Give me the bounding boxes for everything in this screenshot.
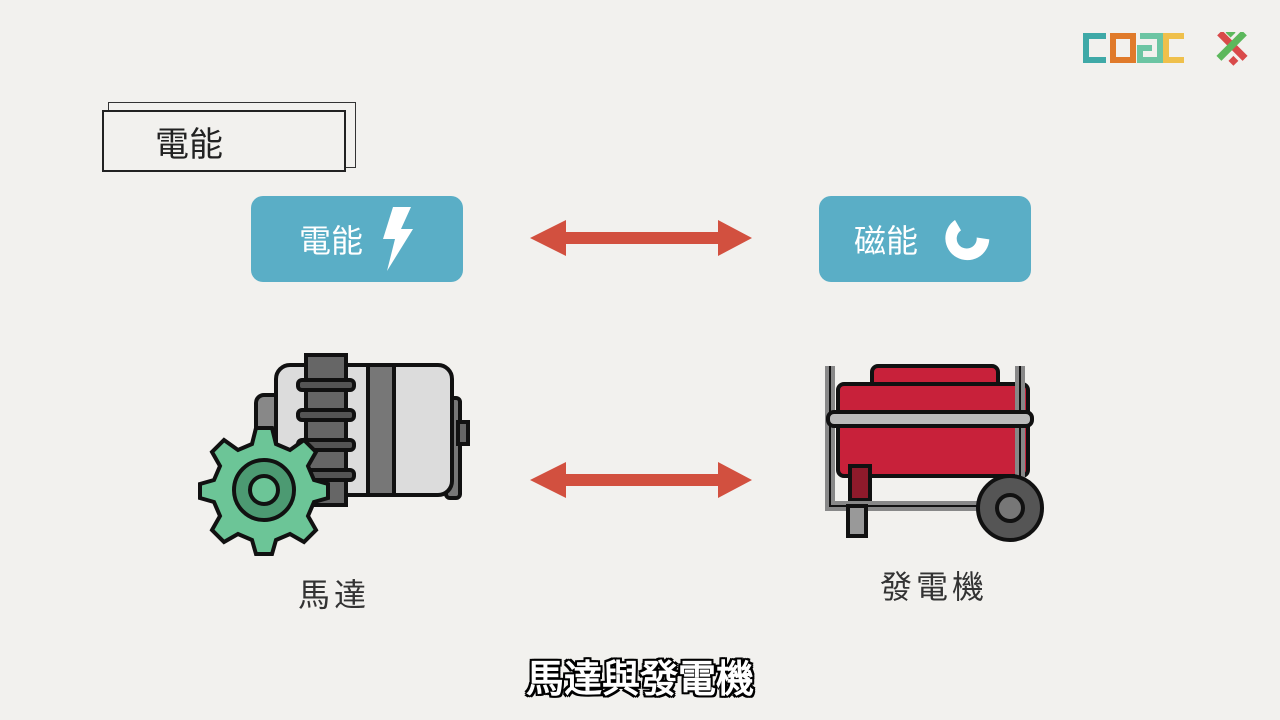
motor-label: 馬達 — [298, 576, 371, 614]
lightning-bolt-icon — [383, 207, 413, 271]
section-title: 電能 — [102, 110, 346, 172]
logo — [1083, 32, 1248, 66]
double-arrow-top — [530, 220, 752, 256]
motor-illustration — [198, 353, 470, 556]
magnetic-energy-pill: 磁能 — [819, 196, 1031, 282]
generator-label: 發電機 — [880, 568, 989, 606]
pill-label: 磁能 — [853, 222, 918, 260]
double-arrow-bottom — [530, 462, 752, 498]
magnet-icon — [945, 219, 990, 261]
generator-illustration — [825, 364, 1044, 542]
electric-energy-pill: 電能 — [251, 196, 463, 282]
subtitle-caption: 馬達與發電機 — [525, 657, 754, 701]
pill-label: 電能 — [298, 222, 363, 260]
